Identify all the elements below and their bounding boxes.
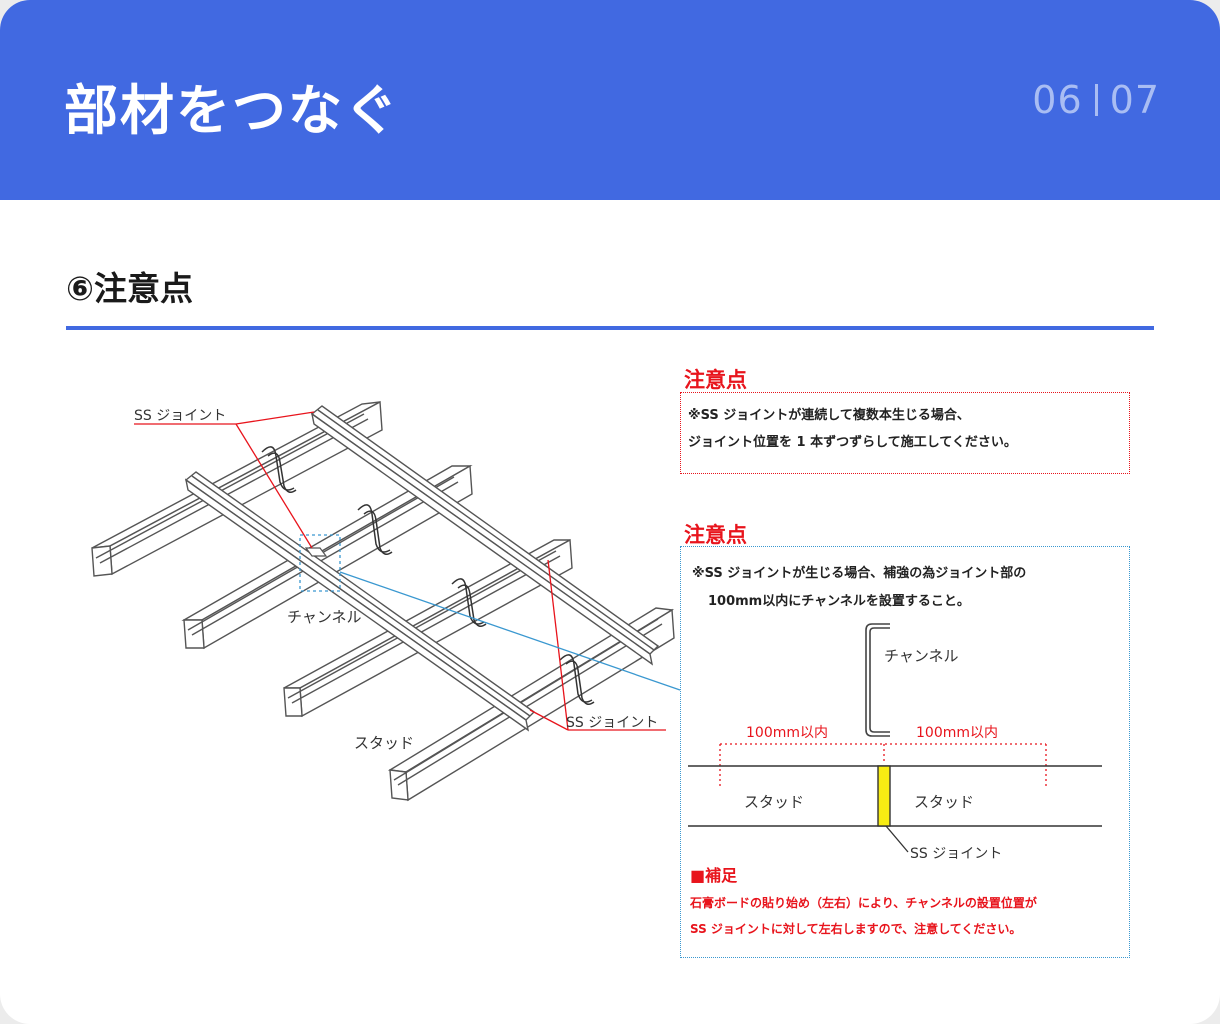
dim-label-right: 100mm以内 <box>916 725 998 741</box>
detail-joint-label: SS ジョイント <box>910 846 1002 862</box>
joint-leader <box>885 825 909 853</box>
section-title: ⑥注意点 <box>66 269 193 308</box>
note2-box <box>680 546 1130 958</box>
detail-stud-left: スタッド <box>744 793 804 811</box>
stud-1 <box>91 400 383 577</box>
stud-2 <box>181 464 473 650</box>
page-total: 07 <box>1109 78 1160 122</box>
page-title: 部材をつなぐ <box>64 79 400 142</box>
detail-stud-right: スタッド <box>914 793 974 811</box>
supplement-line1: 石膏ボードの貼り始め（左右）により、チャンネルの設置位置が <box>690 896 1037 910</box>
label-ss-joint-bottom: SS ジョイント <box>566 715 658 731</box>
clip-hooks <box>261 446 595 705</box>
leader-lines-red <box>134 411 666 731</box>
note1-box <box>680 392 1130 474</box>
dim-label-left: 100mm以内 <box>746 725 828 741</box>
note2-line1: ※SS ジョイントが生じる場合、補強の為ジョイント部の <box>692 566 1027 581</box>
detail-channel-shape <box>865 623 890 737</box>
ss-joint-box <box>299 534 341 592</box>
leader-line-blue <box>339 571 681 691</box>
stud-3 <box>283 538 573 718</box>
header-bar: 部材をつなぐ 06 07 <box>0 0 1220 200</box>
section-divider <box>66 326 1154 330</box>
label-channel: チャンネル <box>287 608 362 626</box>
ss-joint-marker <box>877 765 891 827</box>
note2-heading: 注意点 <box>684 523 747 547</box>
page-separator <box>1094 84 1098 116</box>
label-ss-joint-top: SS ジョイント <box>134 408 226 424</box>
stud-4 <box>387 607 675 802</box>
note1-line2: ジョイント位置を 1 本ずつずらして施工してください。 <box>688 435 1017 450</box>
supplement-line2: SS ジョイントに対して左右しますので、注意してください。 <box>690 922 1022 936</box>
page-indicator: 06 07 <box>1032 78 1160 122</box>
detail-channel-label: チャンネル <box>884 647 959 665</box>
page-current: 06 <box>1032 78 1083 122</box>
ss-joint-block <box>304 547 328 557</box>
note2-line2: 100mm以内にチャンネルを設置すること。 <box>708 594 970 609</box>
channel-right <box>310 405 660 666</box>
label-stud: スタッド <box>354 734 414 752</box>
note1-line1: ※SS ジョイントが連続して複数本生じる場合、 <box>688 408 970 423</box>
note1-heading: 注意点 <box>684 368 747 392</box>
supplement-heading: ■補足 <box>690 866 738 885</box>
